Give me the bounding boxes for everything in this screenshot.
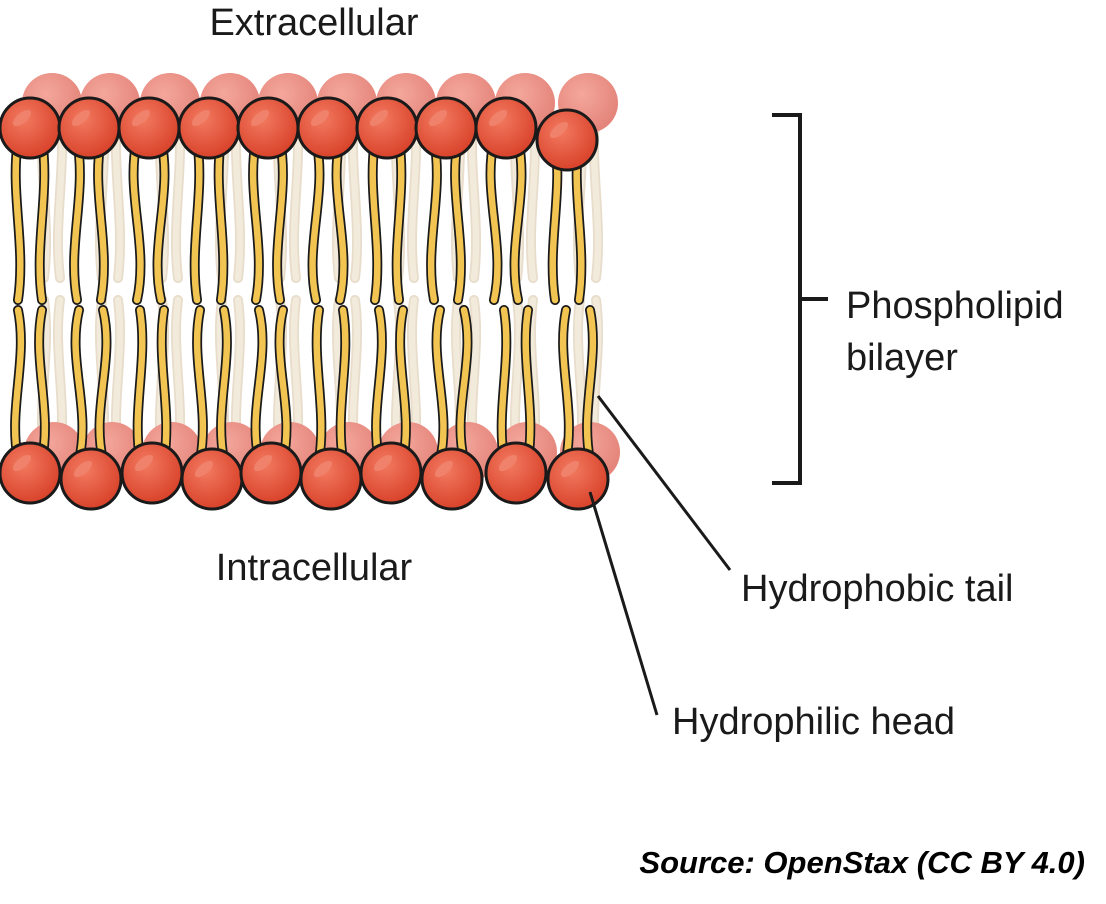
intracellular-label: Intracellular: [216, 547, 413, 589]
lower-tail: [276, 306, 290, 464]
upper-tail: [427, 136, 441, 304]
lower-tail: [337, 306, 349, 464]
head-highlight: [134, 454, 154, 472]
tail-leader-line: [596, 395, 732, 571]
bilayer-bracket: [772, 113, 828, 485]
upper-tail: [249, 136, 263, 304]
head-highlight: [549, 121, 569, 139]
upper-tail: [94, 136, 108, 304]
lower-tail: [35, 306, 49, 464]
membrane-illustration: [0, 73, 620, 511]
phosphate-head: [355, 96, 419, 160]
source-credit: Source: OpenStax (CC BY 4.0): [639, 845, 1085, 880]
lower-tail: [457, 306, 471, 464]
lower-tail: [96, 306, 110, 464]
phosphate-head: [120, 441, 184, 505]
phosphate-head: [117, 96, 181, 160]
upper-tail: [511, 136, 525, 304]
upper-tail: [191, 136, 203, 304]
bilayer-label-line2: bilayer: [846, 337, 958, 379]
hydrophobic-tail-label: Hydrophobic tail: [741, 568, 1013, 610]
lower-tail: [559, 306, 573, 464]
upper-tail: [70, 136, 84, 304]
phosphate-head: [57, 96, 121, 160]
head-highlight: [310, 109, 330, 127]
head-highlight: [434, 460, 454, 478]
phosphate-head: [236, 96, 300, 160]
front-phospholipid-layer: [0, 96, 610, 511]
phosphate-head: [546, 447, 610, 511]
lower-tail: [433, 306, 447, 464]
phosphate-head: [420, 447, 484, 511]
upper-tail: [487, 136, 501, 304]
lower-tail: [396, 306, 410, 464]
head-leader-line: [588, 491, 659, 716]
head-highlight: [253, 454, 273, 472]
head-highlight: [12, 454, 32, 472]
lower-tail: [11, 306, 25, 464]
lower-tail: [313, 306, 325, 464]
head-highlight: [498, 454, 518, 472]
phosphate-head: [0, 441, 62, 505]
lower-tail: [252, 306, 266, 464]
extracellular-label: Extracellular: [209, 2, 418, 44]
phosphate-head: [0, 96, 62, 160]
head-highlight: [369, 109, 389, 127]
phosphate-head: [59, 447, 123, 511]
lower-tail: [158, 306, 170, 464]
phosphate-head: [474, 96, 538, 160]
upper-tail: [130, 136, 144, 304]
upper-tail: [154, 136, 168, 304]
phosphate-head: [299, 447, 363, 511]
upper-tail: [215, 136, 227, 304]
upper-tail: [333, 136, 347, 304]
lower-tail: [583, 306, 597, 464]
head-highlight: [191, 109, 211, 127]
head-highlight: [428, 109, 448, 127]
upper-tail: [393, 136, 405, 304]
phosphate-head: [239, 441, 303, 505]
lower-tail: [217, 306, 231, 464]
phosphate-head: [414, 96, 478, 160]
upper-tail: [369, 136, 381, 304]
upper-tail: [309, 136, 323, 304]
lower-tail: [193, 306, 207, 464]
lower-tail: [72, 306, 86, 464]
head-highlight: [313, 460, 333, 478]
phosphate-head: [484, 441, 548, 505]
upper-tail: [451, 136, 465, 304]
phosphate-head: [177, 96, 241, 160]
lower-tail: [372, 306, 386, 464]
phosphate-head: [359, 441, 423, 505]
phosphate-head: [180, 447, 244, 511]
head-highlight: [12, 109, 32, 127]
phosphate-head: [535, 108, 599, 172]
head-highlight: [73, 460, 93, 478]
head-highlight: [373, 454, 393, 472]
head-highlight: [71, 109, 91, 127]
lower-tail: [134, 306, 146, 464]
hydrophilic-head-label: Hydrophilic head: [672, 701, 955, 743]
upper-tail: [12, 136, 24, 304]
phosphate-head: [296, 96, 360, 160]
head-highlight: [250, 109, 270, 127]
lower-tail: [498, 306, 510, 464]
bilayer-label-line1: Phospholipid: [846, 285, 1064, 327]
head-highlight: [560, 460, 580, 478]
head-highlight: [131, 109, 151, 127]
upper-tail: [36, 136, 48, 304]
upper-tail: [273, 136, 287, 304]
head-highlight: [488, 109, 508, 127]
lower-tail: [522, 306, 534, 464]
head-highlight: [194, 460, 214, 478]
